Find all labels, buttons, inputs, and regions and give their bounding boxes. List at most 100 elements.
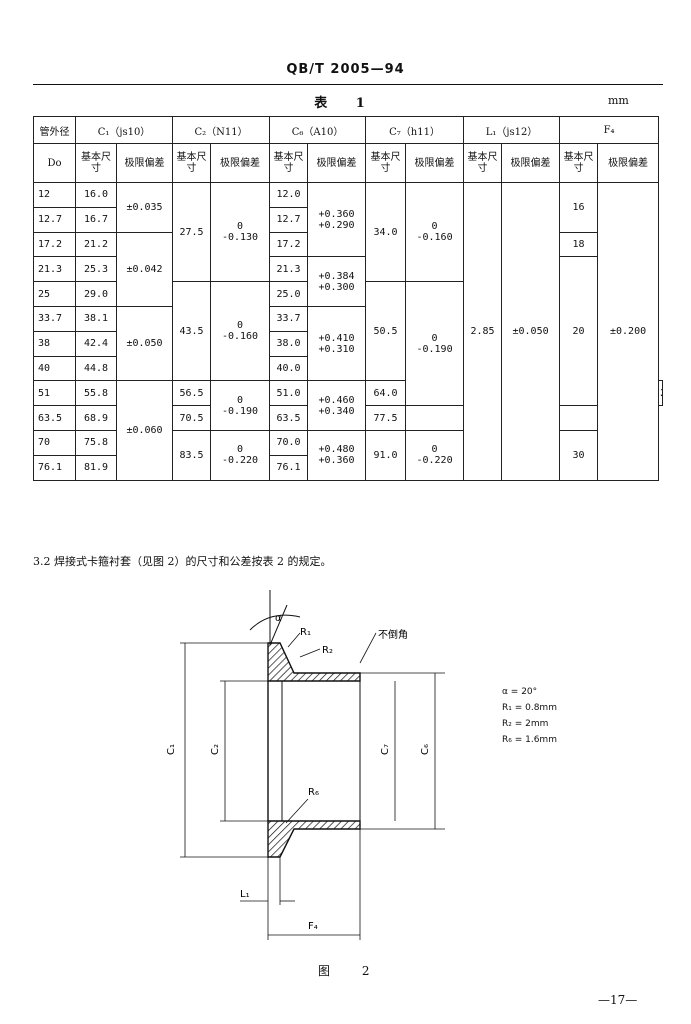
cell-f4-blank — [559, 405, 599, 431]
cell-c1: 21.2 — [75, 231, 117, 258]
cell-c2-basic: 56.5 — [172, 380, 211, 407]
r6-label: R₆ — [308, 787, 319, 798]
cell-c2-dev: 0-0.130 — [209, 181, 271, 283]
cell-f4-basic: 20 — [559, 256, 599, 407]
cell-c7-basic: 34.0 — [365, 181, 407, 283]
cell-do: 51 — [33, 380, 76, 407]
cell-c6: 38.0 — [269, 330, 309, 357]
cell-do: 63.5 — [33, 405, 76, 431]
cell-c2-dev: 0-0.160 — [209, 281, 271, 382]
param-alpha: α = 20° — [502, 687, 538, 697]
cell-c2-basic: 83.5 — [172, 429, 211, 481]
table-row: 17.2 21.2 ±0.042 17.2 18 — [33, 231, 663, 307]
cell-do: 40 — [33, 355, 76, 382]
cell-do: 25 — [33, 281, 76, 307]
header-do: Do — [33, 143, 76, 183]
header-deviation: 极限偏差 — [501, 143, 561, 183]
param-r1: R₁ = 0.8mm — [502, 703, 557, 713]
cell-c7-basic: 64.0 — [365, 380, 407, 407]
cell-c6: 12.0 — [269, 182, 309, 208]
clause-3-2: 3.2 焊接式卡箍衬套（见图 2）的尺寸和公差按表 2 的规定。 — [33, 555, 332, 568]
param-r6: R₆ = 1.6mm — [502, 735, 557, 745]
header-deviation: 极限偏差 — [209, 143, 271, 183]
cell-c2-dev: 0-0.220 — [209, 429, 271, 481]
cell-f4-basic: 16 — [559, 182, 599, 233]
c1-label: C₁ — [166, 744, 177, 755]
cell-do: 17.2 — [33, 231, 76, 258]
top-wall-section — [267, 642, 361, 682]
cell-c7-basic: 91.0 — [365, 429, 407, 481]
header-l1: L₁（js12） — [463, 116, 561, 144]
standard-number: QB/T 2005—94 — [286, 62, 405, 77]
cell-l1-dev: ±0.050 — [501, 182, 561, 481]
cell-c6: 40.0 — [269, 355, 309, 382]
table-row: 51 55.8 ±0.060 56.5 0-0.190 51.0 +0.460+… — [33, 380, 663, 481]
cell-c6: 12.7 — [269, 206, 309, 233]
bottom-wall-section — [267, 820, 361, 858]
header-rule — [33, 84, 663, 85]
cell-c1-dev: ±0.042 — [116, 231, 173, 307]
cell-f4-basic: 25 — [658, 380, 663, 407]
header-deviation: 极限偏差 — [597, 143, 660, 183]
cell-c1: 38.1 — [75, 305, 117, 332]
cell-c6: 17.2 — [269, 231, 309, 258]
cell-c2-dev: 0-0.190 — [209, 380, 271, 431]
cell-c1-dev: ±0.035 — [116, 182, 173, 233]
cell-c7-basic: 77.5 — [365, 405, 407, 431]
header-f4: F₄ — [559, 116, 660, 144]
header-c6: C₆（A10） — [269, 116, 367, 144]
page-number: —17— — [598, 993, 638, 1007]
bushing-drawing: α R₁ R₂ 不倒角 C₁ C₂ C₇ C₆ R₆ L₁ F₄ — [166, 590, 445, 940]
cell-c1: 75.8 — [75, 429, 117, 456]
cell-c1: 42.4 — [75, 330, 117, 357]
cell-do: 12 — [33, 182, 76, 208]
cell-c6: 21.3 — [269, 256, 309, 283]
cell-c6: 33.7 — [269, 305, 309, 332]
header-c2: C₂（N11） — [171, 116, 271, 144]
cell-c7-dev-blank — [405, 405, 465, 431]
cell-c6-dev: +0.410+0.310 — [307, 305, 367, 382]
param-r2: R₂ = 2mm — [502, 719, 549, 729]
cell-c6-dev: +0.480+0.360 — [307, 429, 367, 481]
cell-c2-basic: 43.5 — [172, 281, 211, 382]
header-c1: C₁（js10） — [75, 116, 173, 144]
header-basic: 基本尺寸 — [365, 143, 407, 183]
cell-c1-dev: ±0.060 — [116, 380, 173, 481]
cell-c2-basic: 27.5 — [172, 181, 211, 283]
cell-c6: 51.0 — [269, 380, 309, 407]
table-row: 33.7 38.1 ±0.050 33.7 +0.410+0.310 — [33, 305, 663, 382]
header-basic: 基本尺寸 — [172, 143, 211, 183]
dimension-table: 管外径 C₁（js10） C₂（N11） C₆（A10） C₇（h11） L₁（… — [33, 116, 663, 481]
figure-parameters: α = 20° R₁ = 0.8mm R₂ = 2mm R₆ = 1.6mm — [502, 684, 557, 748]
cell-c7-dev: 0-0.190 — [405, 281, 465, 407]
cell-c1: 25.3 — [75, 256, 117, 283]
cell-c1: 29.0 — [75, 281, 117, 307]
cell-f4-dev: ±0.200 — [597, 182, 660, 481]
cell-c1: 44.8 — [75, 355, 117, 382]
r1-label: R₁ — [300, 627, 311, 638]
cell-c6: 25.0 — [269, 281, 309, 307]
l1-label: L₁ — [240, 889, 250, 900]
header-deviation: 极限偏差 — [405, 143, 465, 183]
alpha-arc — [249, 614, 301, 631]
c6-label: C₆ — [420, 744, 431, 755]
cell-c6-dev: +0.460+0.340 — [307, 380, 367, 431]
alpha-label: α — [275, 613, 282, 624]
table-title: 表 1 — [314, 96, 377, 111]
cell-c6: 76.1 — [269, 454, 309, 481]
cell-c6: 63.5 — [269, 405, 309, 431]
cell-do: 70 — [33, 429, 76, 456]
header-basic: 基本尺寸 — [463, 143, 503, 183]
c7-label: C₇ — [380, 744, 391, 755]
cell-c1: 68.9 — [75, 405, 117, 431]
table-row: 21.3 25.3 21.3 +0.384+0.300 20 — [33, 256, 663, 407]
header-c7: C₇（h11） — [365, 116, 465, 144]
cell-f4-basic: 18 — [559, 231, 599, 258]
angle-leg-line — [269, 604, 288, 646]
cell-c7-dev: 0-0.160 — [405, 181, 465, 283]
header-basic: 基本尺寸 — [269, 143, 309, 183]
cell-c1: 81.9 — [75, 454, 117, 481]
header-basic: 基本尺寸 — [559, 143, 599, 183]
cell-do: 33.7 — [33, 305, 76, 332]
header-pipe-od: 管外径 — [33, 116, 76, 144]
